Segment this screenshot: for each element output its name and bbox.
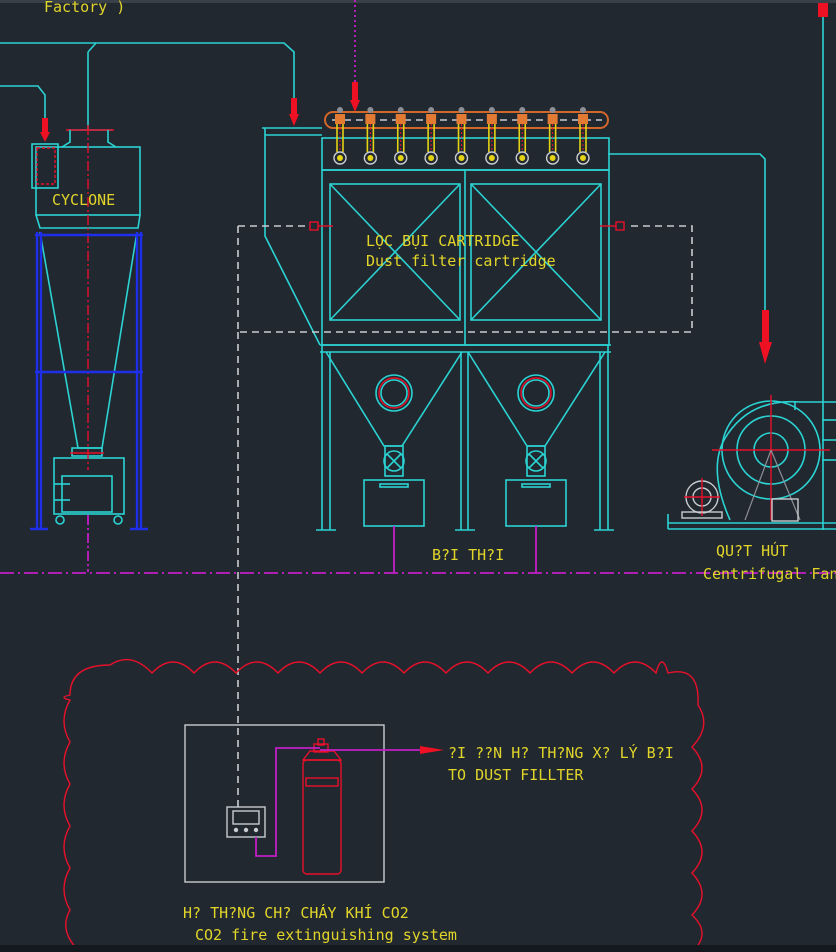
control-loop [237,225,693,333]
arrow-pulse-air-head [350,100,360,112]
window-bottom-edge [0,945,836,952]
signal-label-vn: ?I ??N H? TH?NG X? LÝ B?I [448,743,674,762]
filter-label-en: Dust filter cartridge [366,252,556,270]
filter-cartridge-1 [329,183,461,321]
pulse-jet-header [324,107,609,165]
arrow-filter-inlet-head [289,114,299,126]
dust-filter-cartridge[interactable]: LỌC BỤI CARTRIDGE Dust filter cartridge [262,127,614,531]
co2-fire-extinguishing-system[interactable] [184,724,444,883]
pulse-valve [454,107,469,165]
arrow-fan-inlet [762,310,769,346]
solenoid-valves [309,221,625,231]
arrow-cyclone-inlet [42,118,48,134]
fan-label-vn: QU?T HÚT [716,541,788,560]
fan-motor-icon [681,478,723,519]
pulse-valve [424,107,438,165]
airflow-arrows [40,3,828,364]
pulse-valve [333,107,347,165]
arrow-pulse-air [352,82,358,102]
top-note-label: Factory ) [44,0,125,16]
pulse-valve [363,107,378,165]
pulse-valve [515,107,529,165]
cyclone[interactable]: CYCLONE [31,125,141,572]
arrow-exhaust [818,3,828,17]
dust-discharge-line [0,526,836,574]
co2-label-vn: H? TH?NG CH? CHÁY KHÍ CO2 [183,903,409,922]
arrow-fan-inlet-head [759,342,772,364]
co2-label-en: CO2 fire extinguishing system [195,926,457,944]
dust-discharge-label: B?I TH?I [432,546,504,564]
filter-cartridge-2 [470,183,602,321]
fan-label-en: Centrifugal Fan [703,565,836,583]
arrow-cyclone-inlet-head [40,132,50,142]
centrifugal-fan[interactable] [667,395,836,530]
duct-network [0,15,824,530]
filter-label-vn: LỌC BỤI CARTRIDGE [366,232,520,250]
signal-label-en: TO DUST FILLTER [448,766,584,784]
signal-arrow-icon [420,746,444,754]
arrow-filter-inlet [291,98,297,116]
pulse-valve [576,107,590,165]
cyclone-label: CYCLONE [52,191,115,209]
pulse-valve [485,107,499,165]
co2-cylinder-icon [301,738,343,875]
pulse-valve [545,107,560,165]
window-top-edge [0,0,836,3]
cyclone-support-frame [30,232,148,531]
pulse-valve [394,107,408,165]
revision-cloud [63,658,705,952]
co2-controller-panel[interactable] [226,806,266,838]
